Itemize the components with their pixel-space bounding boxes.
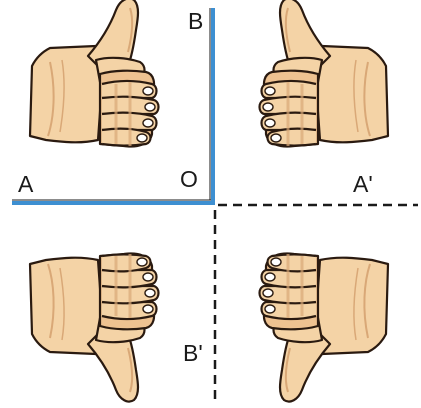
hand-thumb-down-left bbox=[30, 254, 159, 402]
label-A: A bbox=[18, 171, 34, 197]
label-A-prime: A' bbox=[353, 171, 373, 197]
label-O: O bbox=[180, 166, 198, 192]
hand-thumb-up-right bbox=[260, 0, 389, 146]
label-B-prime: B' bbox=[183, 340, 203, 366]
hand-thumb-down-right bbox=[260, 254, 389, 402]
hand-thumb-up-left bbox=[30, 0, 159, 146]
label-B: B bbox=[188, 8, 203, 34]
